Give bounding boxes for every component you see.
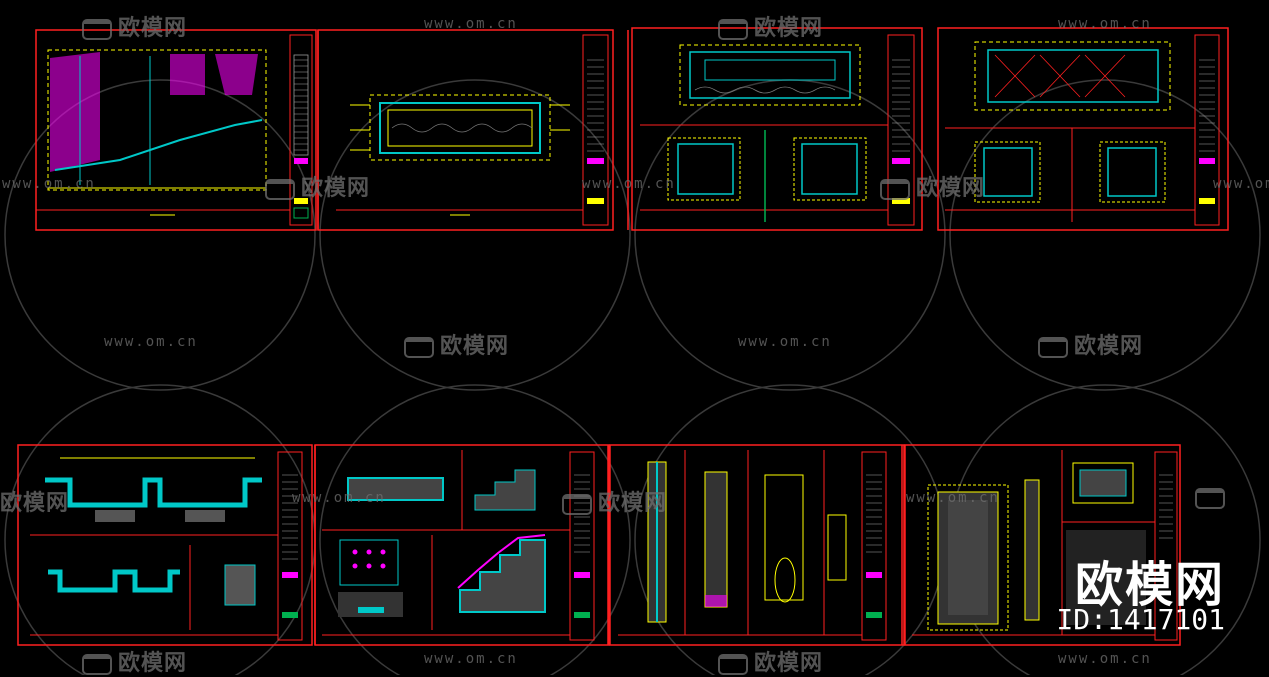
brand-logo-text: 欧模网 [1074,557,1225,613]
watermark-url: www.om.cn [1213,176,1269,192]
watermark-brand: 欧模网 [265,170,370,202]
sheet-3-plan-and-sections [631,27,923,231]
sofa-icon [718,18,748,40]
watermark-brand [1195,485,1231,510]
sofa-icon [265,178,295,200]
asset-id-label: ID:1417101 [1056,603,1225,636]
watermark-brand: 欧模网 [880,170,985,202]
watermark-url: www.om.cn [292,490,386,506]
sofa-icon [1038,336,1068,358]
watermark-url: www.om.cn [582,176,676,192]
watermark-brand: 欧模网 [718,10,823,42]
watermark-url: www.om.cn [1058,16,1152,32]
watermark-brand: 欧模网 [0,491,70,516]
watermark-brand: 欧模网 [562,485,667,517]
sheet-7-wall-sections [609,444,905,646]
watermark-url: www.om.cn [424,16,518,32]
sofa-icon [562,493,592,515]
sheet-8-elevation-details [904,444,1181,646]
watermark-url: www.om.cn [424,651,518,667]
watermark-url: www.om.cn [906,490,1000,506]
watermark-brand: 欧模网 [82,10,187,42]
watermark-brand: 欧模网 [404,328,509,360]
sofa-icon [718,653,748,675]
sheet-frame-lines [314,30,903,645]
sheet-5-step-sections [17,444,313,646]
sheet-4-plan-and-sections [937,27,1229,231]
sofa-icon [880,178,910,200]
watermark-brand: 欧模网 [718,645,823,677]
watermark-url: www.om.cn [1058,651,1152,667]
watermark-url: www.om.cn [104,334,198,350]
sheet-1-elevation [35,29,317,231]
watermark-brand: 欧模网 [82,645,187,677]
sofa-icon [82,653,112,675]
sofa-icon [404,336,434,358]
watermark-brand: 欧模网 [1038,328,1143,360]
watermark-url: www.om.cn [738,334,832,350]
sofa-icon [82,18,112,40]
sofa-icon [1195,487,1225,509]
watermark-url: www.om.cn [2,176,96,192]
